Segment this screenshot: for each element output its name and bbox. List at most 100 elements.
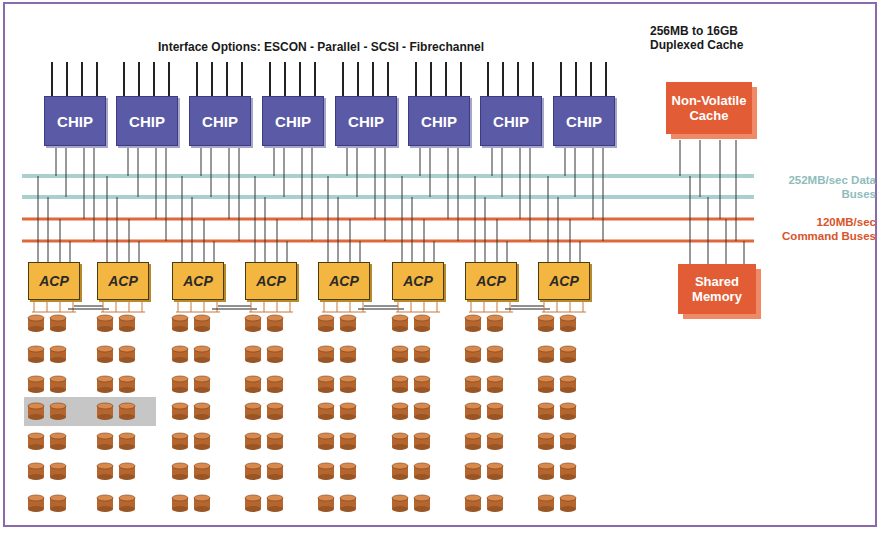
disk-drive [119,463,135,480]
disk-drive [392,463,408,480]
disk-drive [267,463,283,480]
acp-box: ACP [97,262,149,300]
wire [277,300,278,312]
wire [176,312,220,313]
disk-drive [538,315,554,332]
wire [218,306,251,307]
wire [492,146,493,176]
wire [360,241,361,262]
wire [70,241,71,262]
wire [558,197,559,262]
disk-drive [119,433,135,450]
box-label: CHIP [129,113,165,130]
disk-drive [318,315,334,332]
box-label: ACP [403,273,433,289]
wire [520,146,521,219]
disk-drive [267,433,283,450]
disk-drive [28,376,44,393]
wire [720,140,721,219]
wire [191,300,192,312]
disk-drive [487,463,503,480]
disk-drive [245,315,261,332]
wire [342,62,344,96]
wire [358,309,404,310]
box-label: CHIP [421,113,457,130]
data-bus [22,174,754,178]
wire [708,197,709,264]
acp-box: ACP [28,262,80,300]
wire [178,300,179,312]
disk-drive [392,376,408,393]
wire [437,300,438,312]
disk-drive [119,376,135,393]
wire [265,197,266,262]
disk-drive [119,346,135,363]
disk-drive [194,463,210,480]
disk-drive [50,315,66,332]
disk-drive [414,433,430,450]
disk-drive [414,463,430,480]
command-bus [22,218,754,221]
disk-drive [318,376,334,393]
wire [497,300,498,312]
disk-drive [340,315,356,332]
disk-drive [97,315,113,332]
wire [229,146,230,219]
disk-drive [487,315,503,332]
wire [66,62,68,96]
wire [156,146,157,219]
disk-drive [50,346,66,363]
disk-drive [487,403,503,420]
wire [201,146,202,176]
disk-drive [194,315,210,332]
box-label: ACP [549,273,579,289]
disk-drive [28,463,44,480]
disk-drive [465,403,481,420]
wire [324,300,325,312]
wire [84,146,85,219]
disk-drive [194,495,210,512]
wire [511,306,544,307]
wire [328,176,329,262]
wire [129,219,130,262]
wire [142,300,143,312]
disk-drive [392,315,408,332]
box-label: ACP [329,273,359,289]
wire [168,62,170,96]
disk-drive [487,495,503,512]
wire [214,241,215,262]
wire [485,197,486,262]
wire [593,146,594,219]
disk-drive [172,346,188,363]
disk-drive [487,346,503,363]
wire [580,241,581,262]
wire [583,300,584,312]
wire [314,62,316,96]
wire [372,62,374,96]
disk-drive [119,495,135,512]
wire [471,300,472,312]
wire [48,197,49,262]
chip-box: CHIP [116,96,178,146]
wire [448,146,449,219]
disk-drive [340,376,356,393]
disk-drive [245,403,261,420]
disk-drive [194,376,210,393]
disk-drive [172,315,188,332]
wire [690,176,691,264]
disk-drive [50,376,66,393]
wire [284,146,285,197]
wire [211,146,212,197]
disk-drive [487,376,503,393]
box-label: Non-Volatile Cache [669,93,749,123]
wire [680,140,681,176]
wire [38,176,39,262]
wire [128,146,129,176]
wire [117,197,118,262]
wire [101,312,145,313]
disk-drive [392,346,408,363]
disk-drive [50,463,66,480]
wire [249,312,293,313]
disk-drive [392,433,408,450]
disk-drive [97,376,113,393]
